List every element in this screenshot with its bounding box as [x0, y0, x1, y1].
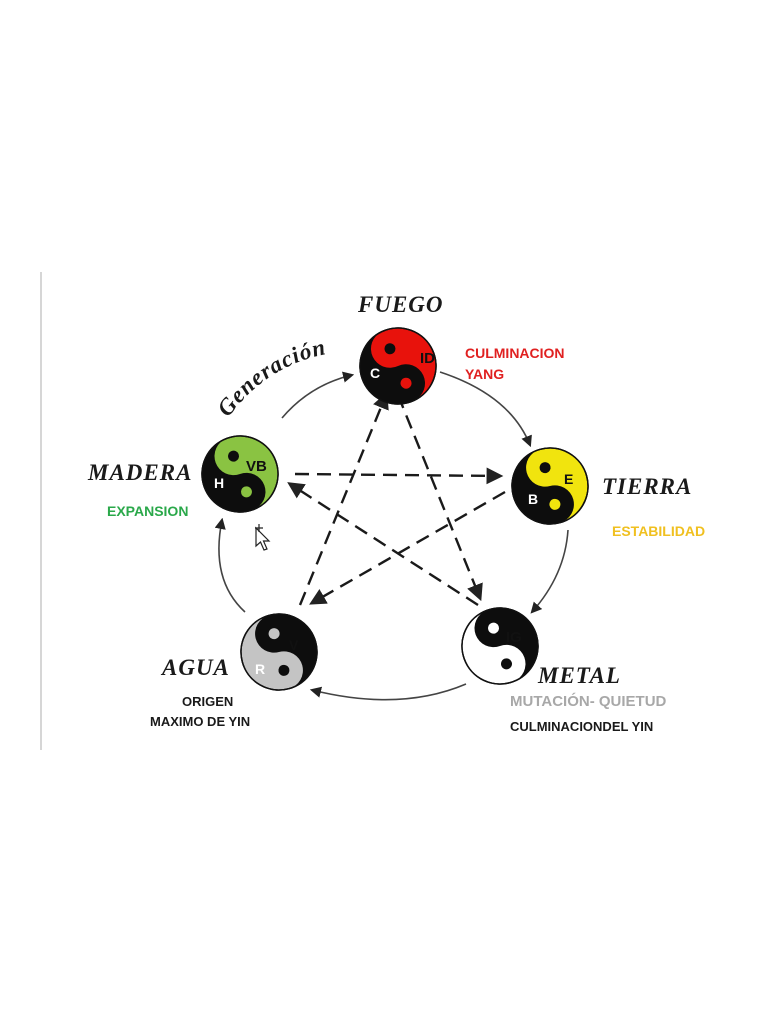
organ-label-b: B [528, 491, 538, 507]
node-metal: IG P [461, 607, 539, 685]
left-border-line [40, 272, 42, 750]
note-madera-1: EXPANSION [107, 503, 188, 519]
element-name-agua: AGUA [160, 655, 230, 680]
node-madera: VB H [201, 435, 279, 513]
note-metal-1: MUTACIÓN- QUIETUD [510, 692, 667, 710]
arrow-madera-to-fuego [281, 371, 355, 419]
organ-label-id: ID [420, 350, 435, 367]
dash-agua-to-fuego [298, 391, 389, 606]
node-tierra: EB [511, 447, 589, 525]
organ-label-p: P [476, 655, 485, 671]
generation-cycle-arrows [214, 371, 569, 701]
node-agua: VR [240, 613, 318, 691]
yin-yang-madera-icon [201, 435, 279, 513]
organ-label-h: H [214, 475, 224, 491]
organ-label-ig: IG [506, 629, 522, 646]
organ-label-r: R [255, 661, 265, 677]
note-agua-1: ORIGEN [182, 694, 233, 709]
note-fuego-2: YANG [465, 366, 504, 382]
node-fuego: ID C [359, 327, 437, 405]
dash-metal-to-madera [287, 482, 479, 607]
dash-madera-to-tierra [294, 467, 504, 485]
note-fuego-1: CULMINACION [465, 345, 565, 361]
arrow-tierra-to-metal [530, 529, 569, 614]
mouse-cursor-icon [255, 524, 271, 551]
yin-yang-tierra-icon [511, 447, 589, 525]
organ-label-vb: VB [246, 458, 267, 475]
generation-label: Generación [212, 334, 328, 421]
dash-tierra-to-agua [309, 490, 506, 605]
dash-fuego-to-metal [396, 394, 483, 602]
element-name-metal: METAL [537, 663, 621, 688]
note-agua-2: MAXIMO DE YIN [150, 714, 250, 729]
organ-label-v: V [289, 637, 299, 653]
note-metal-2: CULMINACIONDEL YIN [510, 719, 653, 734]
organ-label-e: E [564, 471, 573, 487]
arrow-fuego-to-tierra [439, 371, 532, 448]
arrow-agua-to-madera [214, 517, 246, 613]
control-cycle-star [287, 391, 506, 607]
organ-label-c: C [370, 365, 380, 381]
yin-yang-agua-icon [240, 613, 318, 691]
element-name-madera: MADERA [87, 460, 192, 485]
element-name-tierra: TIERRA [602, 474, 692, 499]
element-name-fuego: FUEGO [357, 292, 444, 317]
yin-yang-fuego-icon [359, 327, 437, 405]
note-tierra-1: ESTABILIDAD [612, 523, 705, 539]
arrow-metal-to-agua [309, 683, 467, 701]
yin-yang-metal-icon [461, 607, 539, 685]
